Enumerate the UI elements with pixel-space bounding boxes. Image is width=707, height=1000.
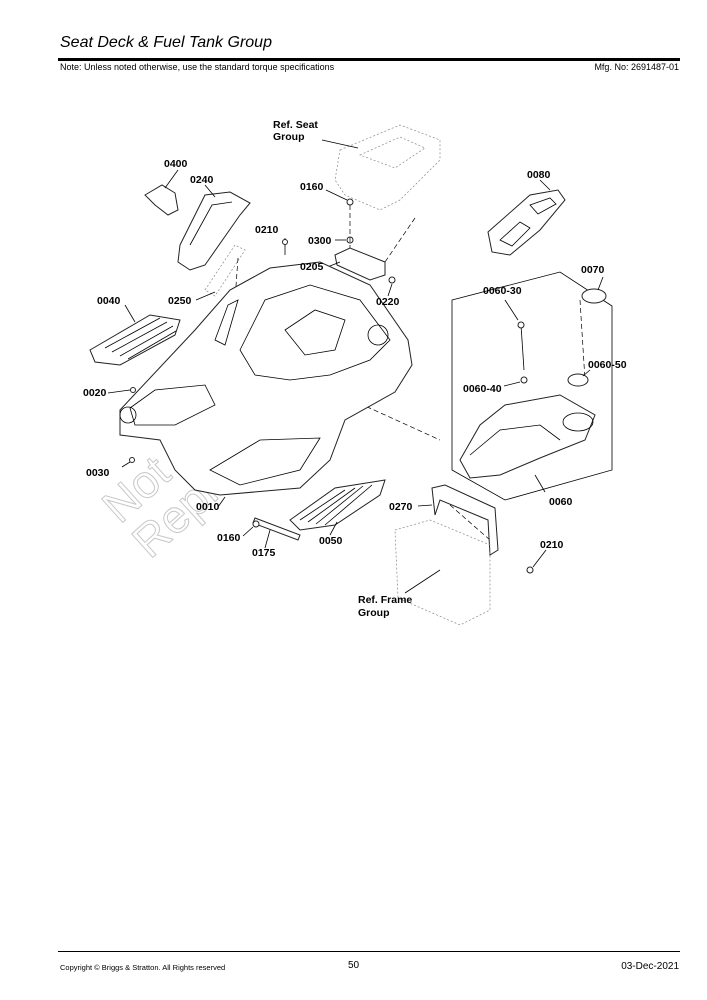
label-0050: 0050 (319, 535, 343, 547)
part-0060-40-grommet (520, 376, 528, 384)
label-0060-50: 0060-50 (588, 359, 627, 371)
label-ref-seat-2: Group (273, 131, 305, 143)
ref-frame-outline (394, 519, 491, 626)
part-0250 (204, 244, 246, 297)
part-0070-cap (581, 288, 607, 304)
label-0220: 0220 (376, 296, 400, 308)
label-ref-frame-2: Group (358, 607, 390, 619)
label-ref-seat-1: Ref. Seat (273, 119, 318, 131)
part-0270-bracket (431, 484, 499, 556)
label-0020: 0020 (83, 387, 107, 399)
part-0210-screw (282, 238, 288, 255)
part-0060-30-rod (517, 321, 525, 371)
label-ref-frame-1: Ref. Frame (358, 594, 412, 606)
part-0040-floor-mat (89, 314, 181, 366)
label-0160-top: 0160 (300, 181, 324, 193)
label-0060: 0060 (549, 496, 573, 508)
part-0060-fuel-tank (459, 394, 596, 479)
label-0060-30: 0060-30 (483, 285, 522, 297)
label-0060-40: 0060-40 (463, 383, 502, 395)
footer-rule (58, 951, 680, 952)
label-0210-bottom: 0210 (540, 539, 564, 551)
page-title: Seat Deck & Fuel Tank Group (60, 34, 272, 51)
part-0400 (144, 184, 179, 216)
label-0040: 0040 (97, 295, 121, 307)
label-0175: 0175 (252, 547, 276, 559)
label-0250: 0250 (168, 295, 192, 307)
label-0205: 0205 (300, 261, 324, 273)
part-0160-screw-top (346, 198, 354, 206)
label-0400: 0400 (164, 158, 188, 170)
copyright-text: Copyright © Briggs & Stratton. All Right… (60, 963, 226, 972)
label-0010: 0010 (196, 501, 220, 513)
label-0030: 0030 (86, 467, 110, 479)
header-rule (58, 58, 680, 61)
part-0060-50 (567, 373, 589, 387)
mfg-number: Mfg. No: 2691487-01 (594, 62, 679, 72)
page-number: 50 (348, 960, 360, 971)
label-0240: 0240 (190, 174, 214, 186)
document-date: 03-Dec-2021 (621, 961, 679, 972)
part-0160-screw-bottom (252, 520, 260, 528)
part-0210-screw-bottom (526, 566, 534, 574)
part-0080 (487, 189, 566, 256)
label-0160-bottom: 0160 (217, 532, 241, 544)
part-0220-screw (388, 276, 396, 284)
part-0050-floor-mat (289, 479, 386, 531)
fuel-tank-box (451, 271, 613, 501)
torque-note: Note: Unless noted otherwise, use the st… (60, 62, 335, 72)
label-0080: 0080 (527, 169, 551, 181)
label-0070: 0070 (581, 264, 605, 276)
callout-labels: Ref. Seat Group 0400 0240 0160 0080 0210… (83, 119, 627, 619)
label-0270: 0270 (389, 501, 413, 513)
label-0210-top: 0210 (255, 224, 279, 236)
part-0010-seat-deck (119, 261, 413, 496)
part-0175-strap (252, 517, 301, 541)
part-0030-screw (129, 457, 135, 463)
part-0240 (177, 191, 251, 271)
part-0020-screw (130, 387, 136, 393)
ref-seat-outline (321, 124, 441, 211)
label-0300: 0300 (308, 235, 332, 247)
